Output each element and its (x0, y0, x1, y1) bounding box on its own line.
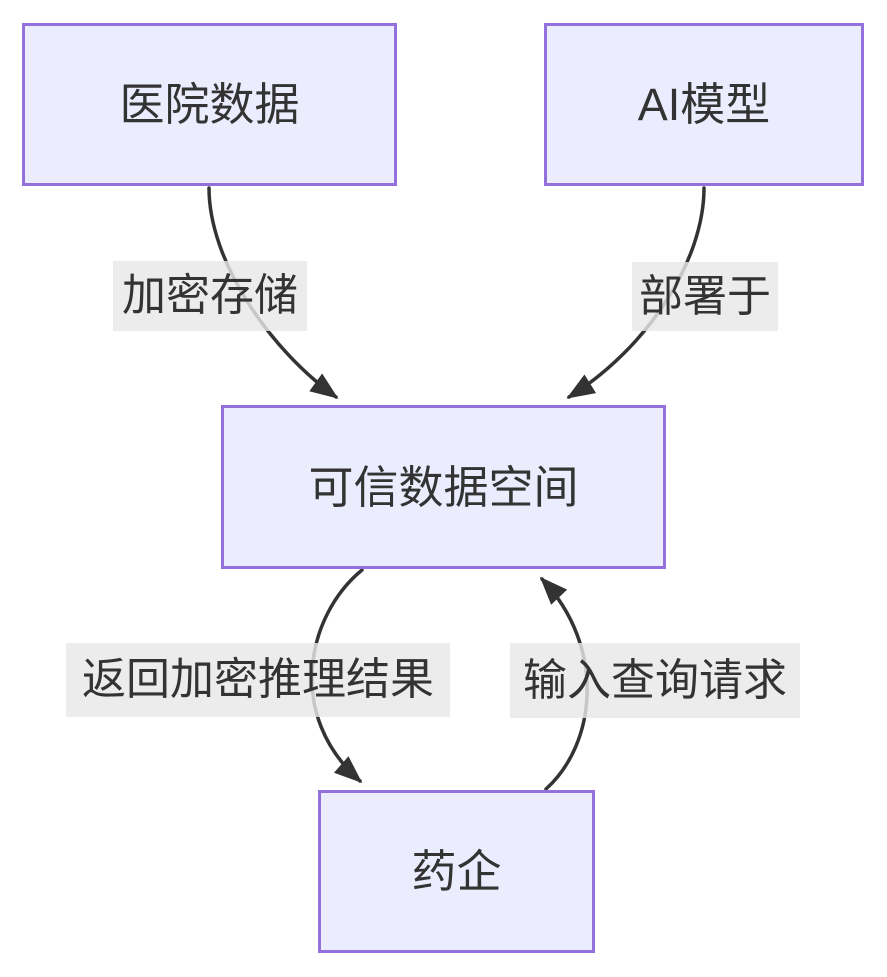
node-hospital-data-label: 医院数据 (119, 79, 300, 130)
node-ai-model-label: AI模型 (637, 79, 771, 130)
node-hospital-data: 医院数据 (22, 23, 397, 186)
edge-label-input-query-request: 输入查询请求 (510, 643, 800, 718)
edge-label-return-encrypted-results: 返回加密推理结果 (66, 643, 450, 717)
edge-label-deployed-on-text: 部署于 (639, 271, 771, 321)
edge-label-encrypted-storage-text: 加密存储 (122, 271, 298, 320)
edge-label-return-encrypted-results-text: 返回加密推理结果 (82, 655, 434, 704)
node-trusted-data-space: 可信数据空间 (221, 405, 666, 569)
edge-label-encrypted-storage: 加密存储 (113, 261, 307, 331)
edge-label-input-query-request-text: 输入查询请求 (523, 655, 787, 705)
node-ai-model: AI模型 (544, 23, 864, 186)
node-pharma-company-label: 药企 (411, 846, 502, 897)
node-trusted-data-space-label: 可信数据空间 (308, 461, 579, 513)
edge-label-deployed-on: 部署于 (632, 262, 778, 331)
node-pharma-company: 药企 (318, 790, 595, 953)
